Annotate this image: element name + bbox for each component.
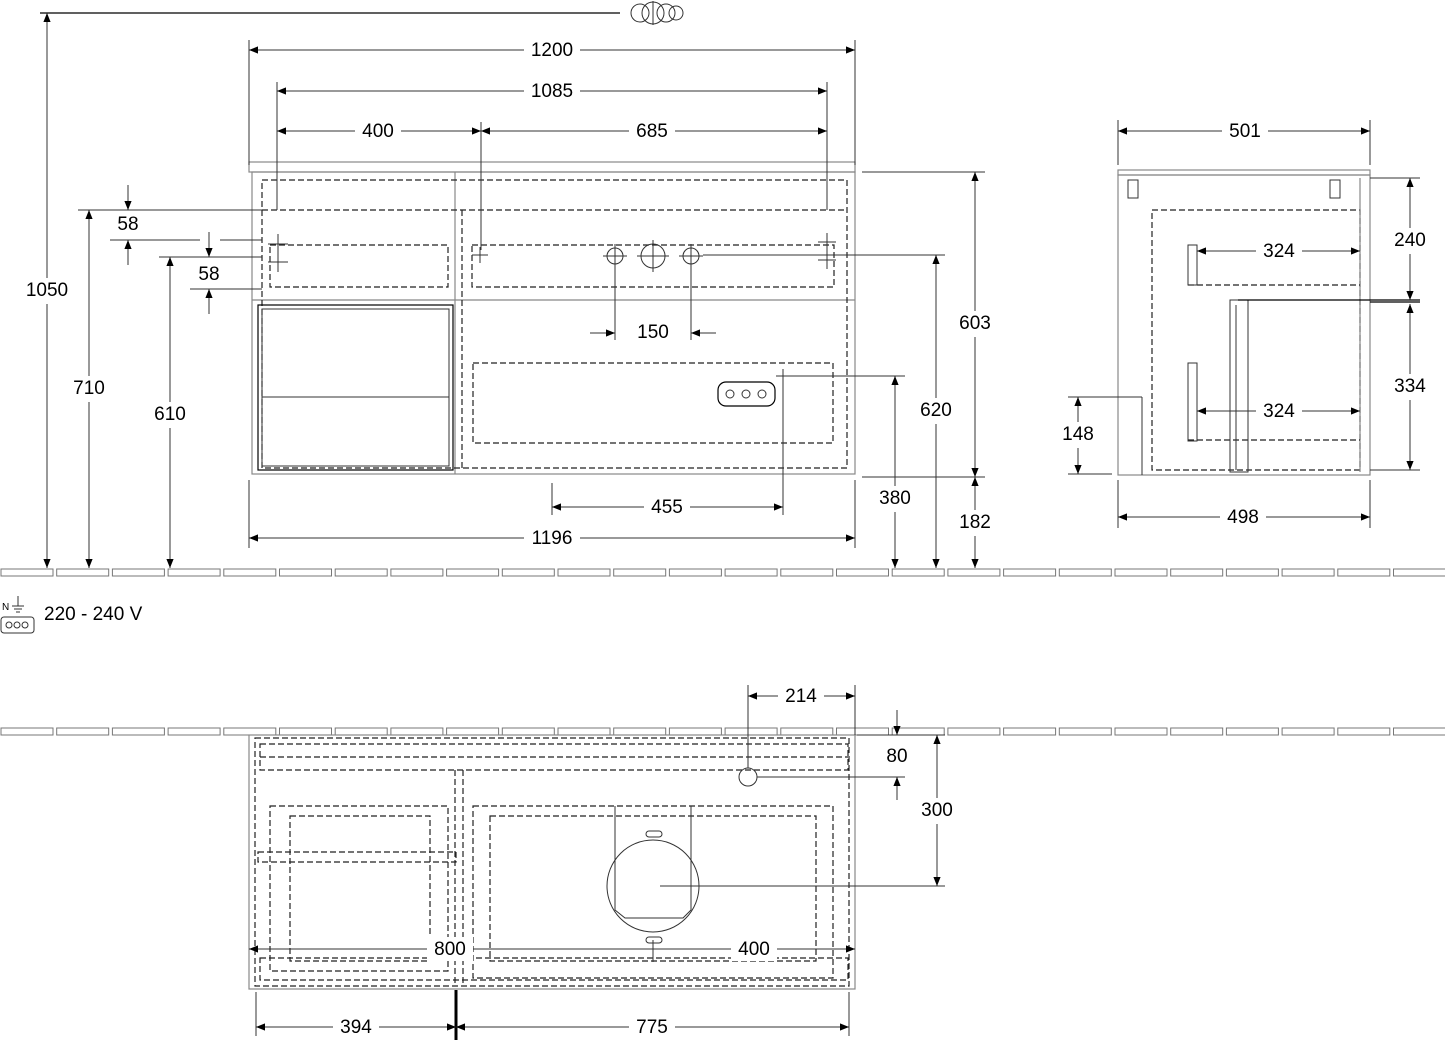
floor-line-top [0, 568, 1445, 577]
dim-tap-spacing: 150 [637, 322, 669, 343]
floor-tile [223, 568, 277, 577]
dim-height-603: 603 [959, 313, 991, 334]
floor-tile [1281, 568, 1335, 577]
floor-tile [0, 727, 54, 736]
dim-side-240: 240 [1394, 230, 1426, 251]
floor-tile [724, 568, 778, 577]
floor-tile [1170, 727, 1224, 736]
side-dimensions: 501 240 334 324 324 148 498 [1055, 119, 1433, 529]
dim-side-depth-top: 501 [1229, 121, 1261, 142]
plan-dimensions: 214 80 300 800 400 394 775 [249, 684, 960, 1039]
floor-tile [223, 727, 277, 736]
dim-height-182: 182 [959, 512, 991, 533]
floor-tile [613, 727, 667, 736]
floor-tile [1114, 568, 1168, 577]
floor-tile [557, 727, 611, 736]
power-socket-icon: N [0, 596, 35, 634]
floor-tile [167, 727, 221, 736]
floor-tile [1003, 727, 1057, 736]
dim-width-top: 1200 [531, 40, 573, 61]
dim-drawer-gap-1: 58 [117, 214, 138, 235]
dim-height-610: 610 [154, 404, 186, 425]
plan-view [248, 734, 856, 1040]
floor-tile [780, 568, 834, 577]
floor-tile [836, 727, 889, 736]
floor-tile [501, 727, 555, 736]
floor-tile [668, 568, 722, 577]
floor-line-bottom [0, 727, 1445, 736]
dim-plan-300: 300 [921, 800, 953, 821]
floor-tile [279, 568, 332, 577]
svg-text:N: N [2, 602, 9, 613]
dim-drawer-gap-2: 58 [198, 264, 219, 285]
dim-side-148: 148 [1062, 424, 1094, 445]
floor-tile [836, 568, 889, 577]
dim-width-bottom: 1196 [532, 528, 573, 549]
floor-tile [1003, 568, 1057, 577]
floor-tile [56, 727, 110, 736]
floor-tile [557, 568, 611, 577]
floor-tile [167, 568, 221, 577]
floor-tile [334, 568, 388, 577]
dim-height-380: 380 [879, 488, 911, 509]
floor-tile [1114, 727, 1168, 736]
floor-tile [1225, 568, 1279, 577]
floor-tile [891, 568, 945, 577]
floor-tile [724, 727, 778, 736]
floor-tile [1281, 727, 1335, 736]
dim-side-324-lower: 324 [1263, 401, 1295, 422]
floor-tile [613, 568, 667, 577]
dim-width-right: 685 [636, 121, 668, 142]
floor-tile [891, 727, 945, 736]
floor-tile [668, 727, 722, 736]
front-view [248, 161, 856, 475]
floor-tile [446, 568, 500, 577]
tap-left-icon [603, 244, 627, 268]
dim-plan-800: 800 [434, 939, 466, 960]
dim-plan-775: 775 [636, 1017, 668, 1038]
floor-tile [56, 568, 110, 577]
floor-tile [446, 727, 500, 736]
floor-tile [0, 568, 54, 577]
side-view [1117, 169, 1420, 476]
dim-height-620: 620 [920, 400, 952, 421]
dim-total-height: 1050 [26, 280, 68, 301]
floor-tile [390, 727, 444, 736]
dim-height-710: 710 [73, 378, 105, 399]
floor-tile [947, 568, 1001, 577]
dim-socket-offset: 455 [651, 497, 683, 518]
floor-tile [780, 727, 834, 736]
dim-width-inner: 1085 [531, 81, 573, 102]
floor-tile [1337, 727, 1391, 736]
voltage-label: 220 - 240 V [44, 604, 143, 625]
dim-plan-394: 394 [340, 1017, 372, 1038]
front-dimensions: 1050 1200 1085 400 685 58 58 710 [20, 13, 998, 568]
floor-tile [1393, 568, 1445, 577]
floor-tile [1337, 568, 1391, 577]
floor-tile [1225, 727, 1279, 736]
dim-width-left: 400 [362, 121, 394, 142]
floor-tile [947, 727, 1001, 736]
floor-tile [334, 727, 388, 736]
socket-icon [717, 381, 776, 407]
dim-plan-80: 80 [886, 746, 907, 767]
floor-tile [390, 568, 444, 577]
third-angle-projection-icon [40, 1, 684, 25]
floor-tile [111, 568, 165, 577]
floor-tile [111, 727, 165, 736]
dim-side-334: 334 [1394, 376, 1426, 397]
floor-tile [1393, 727, 1445, 736]
floor-tile [501, 568, 555, 577]
dim-plan-400: 400 [738, 939, 770, 960]
floor-tile [279, 727, 332, 736]
dim-side-324-upper: 324 [1263, 241, 1295, 262]
tap-right-icon [679, 244, 703, 268]
tap-center-icon [637, 240, 669, 272]
floor-tile [1058, 727, 1112, 736]
dim-side-depth-bottom: 498 [1227, 507, 1259, 528]
floor-tile [1170, 568, 1224, 577]
dim-plan-214: 214 [785, 686, 817, 707]
floor-tile [1058, 568, 1112, 577]
